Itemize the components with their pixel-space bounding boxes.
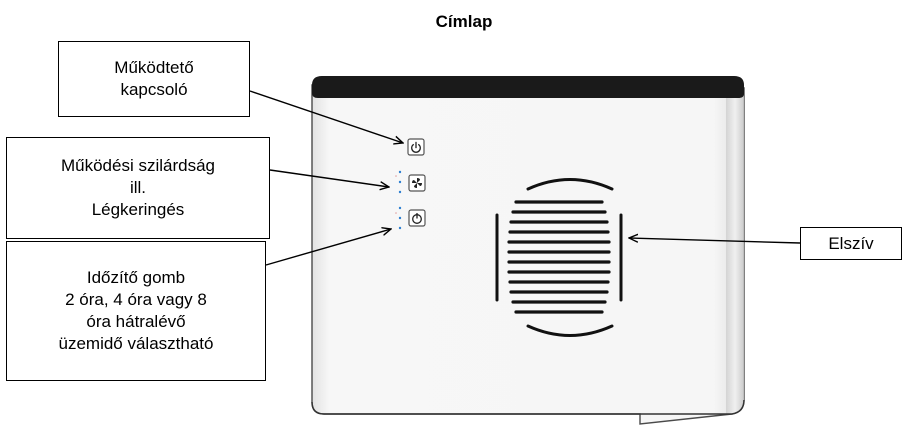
label-air-intake: Elszív (800, 227, 902, 260)
page-title: Címlap (435, 12, 493, 31)
label-line: kapcsoló (120, 80, 188, 99)
label-line: Működtető (114, 58, 194, 77)
arrow-power (249, 90, 403, 143)
label-line: üzemidő választható (58, 334, 214, 353)
power-icon (411, 143, 421, 153)
speed-indicator-lights (395, 170, 402, 194)
device-body (311, 84, 745, 425)
arrow-intake (629, 238, 801, 244)
arrow-timer (265, 229, 391, 266)
intake-grille (495, 178, 623, 337)
device-bottom-edge (311, 399, 745, 415)
label-power-switch: Működtető kapcsoló (58, 41, 250, 117)
label-line: Működési szilárdság (60, 156, 215, 175)
label-line: Légkeringés (91, 200, 185, 219)
power-button (407, 138, 425, 156)
label-line: Időzítő gomb (86, 268, 186, 287)
label-line: Elszív (828, 233, 874, 253)
grille-bottom-arc (526, 324, 614, 337)
timer-indicator-lights (395, 206, 402, 230)
label-line: óra hátralévő (86, 312, 186, 331)
label-line: ill. (129, 178, 147, 197)
callout-arrows (249, 90, 801, 266)
grille-slats (507, 200, 611, 314)
label-operating-speed: Működési szilárdság ill. Légkeringés (6, 137, 270, 239)
device-side-edge (726, 88, 744, 414)
device-top (312, 76, 744, 98)
grille-top-arc (526, 178, 614, 191)
timer-button (408, 209, 426, 227)
fan-icon (412, 178, 422, 188)
air-purifier-device (311, 76, 745, 425)
label-line: 2 óra, 4 óra vagy 8 (65, 290, 207, 309)
arrow-speed (269, 169, 389, 187)
label-timer-button: Időzítő gomb 2 óra, 4 óra vagy 8 óra hát… (6, 241, 266, 381)
timer-icon (412, 213, 422, 224)
fan-speed-button (408, 174, 426, 192)
